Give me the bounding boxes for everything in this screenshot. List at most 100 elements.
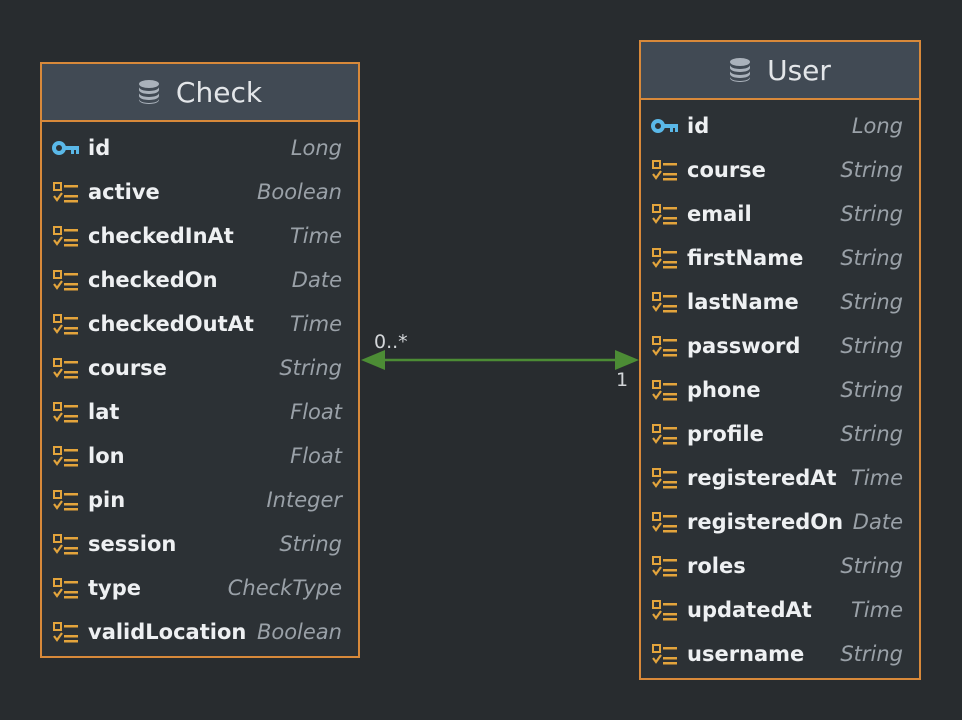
field-name: pin	[88, 488, 126, 512]
field-name: roles	[687, 554, 746, 578]
field-name: course	[88, 356, 167, 380]
field-icon	[53, 446, 78, 467]
field-name: session	[88, 532, 177, 556]
field-type: String	[840, 246, 903, 270]
field-row[interactable]: registeredOn Date	[641, 500, 919, 544]
entity-user[interactable]: User id Long course String email String …	[639, 40, 921, 680]
field-icon	[652, 336, 677, 357]
field-type: String	[840, 334, 903, 358]
field-row[interactable]: session String	[42, 522, 358, 566]
field-row[interactable]: active Boolean	[42, 170, 358, 214]
field-type: String	[840, 158, 903, 182]
field-icon	[652, 512, 677, 533]
field-type: String	[840, 422, 903, 446]
field-type: String	[840, 642, 903, 666]
field-type: Time	[850, 598, 903, 622]
field-row[interactable]: pin Integer	[42, 478, 358, 522]
field-row[interactable]: checkedInAt Time	[42, 214, 358, 258]
field-list: id Long active Boolean checkedInAt Time …	[42, 122, 358, 654]
key-icon	[651, 119, 678, 133]
field-icon	[53, 490, 78, 511]
field-type: String	[279, 532, 342, 556]
field-type: Boolean	[256, 180, 342, 204]
field-row[interactable]: registeredAt Time	[641, 456, 919, 500]
field-icon	[652, 248, 677, 269]
field-type: CheckType	[227, 576, 342, 600]
field-icon	[652, 468, 677, 489]
field-type: String	[840, 202, 903, 226]
field-type: String	[279, 356, 342, 380]
field-row[interactable]: lat Float	[42, 390, 358, 434]
entity-check[interactable]: Check id Long active Boolean checkedInAt…	[40, 62, 360, 658]
field-row[interactable]: lon Float	[42, 434, 358, 478]
field-icon	[53, 270, 78, 291]
field-name: id	[88, 136, 111, 160]
field-icon	[53, 622, 78, 643]
field-name: validLocation	[88, 620, 247, 644]
field-name: type	[88, 576, 142, 600]
field-name: lat	[88, 400, 120, 424]
field-type: Time	[850, 466, 903, 490]
arrow-head-check	[361, 350, 385, 370]
field-row[interactable]: course String	[641, 148, 919, 192]
field-icon	[53, 358, 78, 379]
cardinality-user: 1	[616, 369, 629, 391]
field-row[interactable]: phone String	[641, 368, 919, 412]
field-type: Time	[289, 224, 342, 248]
field-icon	[652, 424, 677, 445]
field-row[interactable]: lastName String	[641, 280, 919, 324]
field-name: registeredAt	[687, 466, 837, 490]
field-row[interactable]: roles String	[641, 544, 919, 588]
field-name: id	[687, 114, 710, 138]
field-row[interactable]: updatedAt Time	[641, 588, 919, 632]
field-icon	[652, 600, 677, 621]
field-row[interactable]: email String	[641, 192, 919, 236]
field-type: Float	[290, 444, 342, 468]
field-row[interactable]: checkedOn Date	[42, 258, 358, 302]
cardinality-check: 0..*	[374, 331, 408, 353]
arrow-head-user	[615, 350, 639, 370]
field-name: checkedOn	[88, 268, 218, 292]
field-list: id Long course String email String first…	[641, 100, 919, 676]
field-icon	[652, 204, 677, 225]
field-name: lastName	[687, 290, 799, 314]
field-type: Boolean	[256, 620, 342, 644]
field-row[interactable]: profile String	[641, 412, 919, 456]
field-icon	[53, 402, 78, 423]
entity-title: Check	[175, 75, 263, 109]
field-row[interactable]: id Long	[641, 104, 919, 148]
field-row[interactable]: id Long	[42, 126, 358, 170]
field-row[interactable]: type CheckType	[42, 566, 358, 610]
field-type: Float	[290, 400, 342, 424]
field-icon	[53, 226, 78, 247]
field-type: Time	[289, 312, 342, 336]
field-type: Date	[852, 510, 903, 534]
field-name: updatedAt	[687, 598, 812, 622]
field-name: phone	[687, 378, 761, 402]
field-icon	[53, 578, 78, 599]
field-name: lon	[88, 444, 125, 468]
field-name: checkedOutAt	[88, 312, 254, 336]
field-name: email	[687, 202, 752, 226]
field-row[interactable]: username String	[641, 632, 919, 676]
field-type: String	[840, 378, 903, 402]
field-name: profile	[687, 422, 764, 446]
field-icon	[53, 314, 78, 335]
field-row[interactable]: course String	[42, 346, 358, 390]
field-icon	[652, 292, 677, 313]
field-name: checkedInAt	[88, 224, 234, 248]
field-row[interactable]: validLocation Boolean	[42, 610, 358, 654]
field-type: String	[840, 554, 903, 578]
field-type: Integer	[266, 488, 342, 512]
field-icon	[652, 556, 677, 577]
field-type: Long	[851, 114, 903, 138]
field-type: Long	[290, 136, 342, 160]
field-name: username	[687, 642, 805, 666]
field-icon	[652, 160, 677, 181]
field-row[interactable]: checkedOutAt Time	[42, 302, 358, 346]
entity-header: User	[641, 42, 919, 100]
field-row[interactable]: firstName String	[641, 236, 919, 280]
field-name: registeredOn	[687, 510, 844, 534]
field-name: password	[687, 334, 801, 358]
field-row[interactable]: password String	[641, 324, 919, 368]
